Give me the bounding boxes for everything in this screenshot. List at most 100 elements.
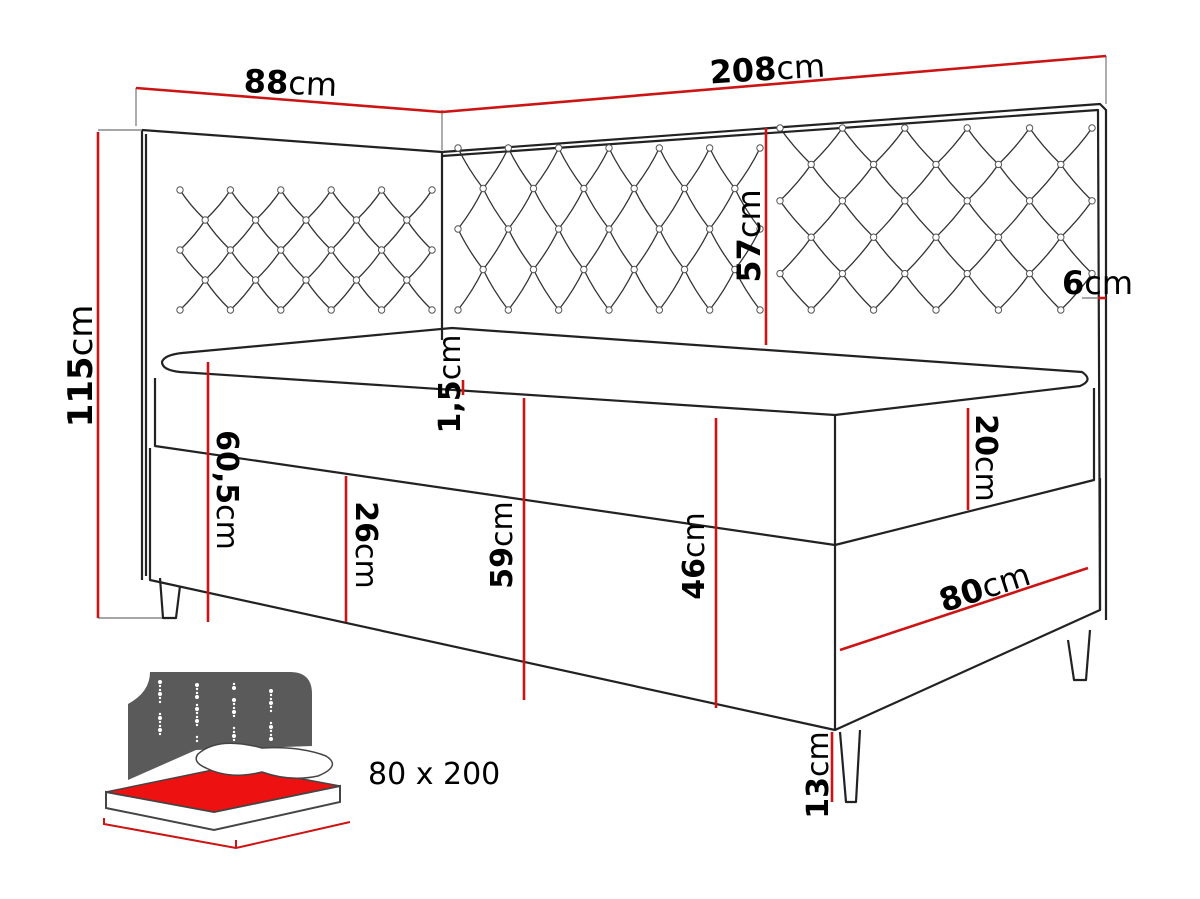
back-headboard xyxy=(441,102,1108,620)
star xyxy=(158,728,162,732)
tuft-seam xyxy=(935,164,968,202)
tufted-pattern xyxy=(176,124,1096,314)
tuft-seam xyxy=(683,269,711,311)
label-1-5: 1,5cm xyxy=(433,335,468,434)
tuft-seam xyxy=(179,249,206,281)
tuft-seam xyxy=(406,249,433,281)
tuft-button xyxy=(838,197,847,205)
tuft-button xyxy=(580,184,588,193)
tuft-button xyxy=(428,246,436,254)
tuft-seam xyxy=(204,249,231,281)
tuft-button xyxy=(1088,124,1096,132)
tuft-button xyxy=(428,186,436,194)
star xyxy=(269,725,273,729)
tuft-button xyxy=(176,306,184,314)
tuft-button xyxy=(932,160,940,169)
tuft-seam xyxy=(330,189,357,221)
tuft-seam xyxy=(457,188,484,230)
star xyxy=(195,719,199,723)
star xyxy=(232,706,236,710)
tuft-button xyxy=(580,265,588,274)
tuft-seam xyxy=(381,249,408,281)
label-80: 80cm xyxy=(934,555,1034,620)
label-57: 57cm xyxy=(730,189,768,282)
tuft-button xyxy=(554,225,563,233)
star xyxy=(232,698,236,702)
tuft-seam xyxy=(482,269,509,311)
tuft-button xyxy=(963,124,971,132)
label-20: 20cm xyxy=(968,414,1003,501)
star xyxy=(232,714,236,718)
tuft-seam xyxy=(633,228,660,270)
star xyxy=(269,709,273,713)
tuft-button xyxy=(176,186,184,194)
tuft-button xyxy=(251,216,260,224)
star xyxy=(158,720,162,724)
tuft-seam xyxy=(406,219,433,251)
label-115: 115cm xyxy=(61,305,101,428)
tuft-button xyxy=(680,265,689,274)
star xyxy=(195,715,199,719)
label-46: 46cm xyxy=(677,512,712,599)
star xyxy=(269,721,273,725)
tuft-seam xyxy=(966,127,999,165)
tuft-button xyxy=(655,306,664,314)
tuft-seam xyxy=(532,188,560,230)
tuft-button xyxy=(869,233,878,241)
tuft-seam xyxy=(633,269,660,311)
bed-base xyxy=(148,448,1102,732)
tuft-button xyxy=(963,269,971,278)
stars-icon xyxy=(158,680,273,743)
tuft-seam xyxy=(229,279,257,311)
label-88: 88cm xyxy=(243,62,338,104)
tuft-button xyxy=(327,306,335,314)
tuft-seam xyxy=(904,127,937,165)
tuft-button xyxy=(731,184,739,193)
tuft-seam xyxy=(355,279,383,311)
tuft-seam xyxy=(734,228,761,270)
tuft-seam xyxy=(583,147,610,189)
tuft-seam xyxy=(204,189,231,221)
tuft-button xyxy=(630,184,638,193)
star xyxy=(195,723,199,727)
tuft-seam xyxy=(280,279,307,311)
tuft-button xyxy=(302,276,310,284)
tuft-button xyxy=(352,216,361,224)
tuft-button xyxy=(1025,124,1034,132)
tuft-seam xyxy=(305,219,332,251)
tuft-seam xyxy=(558,269,585,311)
tuft-seam xyxy=(873,127,906,165)
tuft-button xyxy=(302,216,310,224)
tuft-button xyxy=(838,124,847,132)
tuft-seam xyxy=(255,279,282,311)
tuft-button xyxy=(277,306,285,314)
star xyxy=(232,702,236,706)
tuft-seam xyxy=(734,269,761,311)
tuft-seam xyxy=(841,164,875,202)
leg-back-right xyxy=(1066,629,1092,682)
star xyxy=(232,738,236,742)
tuft-button xyxy=(1088,197,1096,205)
tuft-seam xyxy=(810,236,843,275)
star xyxy=(195,687,199,691)
tuft-seam xyxy=(482,147,509,189)
tuft-seam xyxy=(532,269,560,311)
tuft-button xyxy=(201,276,209,284)
tuft-seam xyxy=(583,228,610,270)
tuft-button xyxy=(605,225,613,233)
tuft-button xyxy=(529,184,538,193)
tuft-button xyxy=(994,233,1003,241)
tuft-seam xyxy=(280,219,307,251)
tuft-seam xyxy=(734,147,761,189)
tuft-seam xyxy=(633,188,660,230)
tuft-seam xyxy=(966,236,999,275)
tuft-seam xyxy=(935,236,968,275)
tuft-button xyxy=(403,216,411,224)
tuft-seam xyxy=(330,249,357,281)
star xyxy=(232,734,236,738)
tuft-button xyxy=(277,246,285,254)
tuft-seam xyxy=(709,147,736,189)
tuft-button xyxy=(1057,233,1065,241)
tuft-seam xyxy=(904,273,937,311)
tuft-seam xyxy=(873,200,906,238)
